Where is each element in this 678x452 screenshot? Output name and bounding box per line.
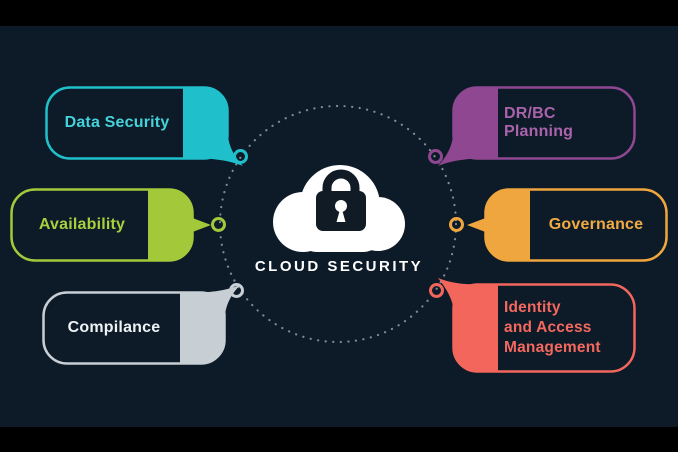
connector-dot-compilance [229, 283, 244, 298]
bubble-drbc-planning: DR/BC Planning [438, 86, 636, 166]
center-title: CLOUD SECURITY [254, 258, 424, 275]
speech-bubble-shape [45, 86, 243, 166]
bubble-label: Data Security [64, 114, 170, 131]
speech-bubble-shape [467, 188, 668, 262]
bubble-label: Governance [548, 216, 644, 233]
bubble-identity-access-management: Identity and Access Management [438, 278, 636, 373]
bubble-label: Availability [38, 216, 126, 233]
speech-bubble-shape [42, 285, 240, 365]
bubble-label: Identity and Access Management [504, 298, 601, 357]
top-letterbox-bar [0, 0, 678, 26]
connector-dot-drbc-planning [428, 149, 443, 164]
connector-dot-data-security [233, 149, 248, 164]
connector-dot-identity [429, 283, 444, 298]
padlock-icon [316, 169, 366, 231]
connector-dot-governance [449, 217, 464, 232]
connector-dot-availability [211, 217, 226, 232]
speech-bubble-shape [10, 188, 211, 262]
speech-bubble-shape [438, 86, 636, 166]
bubble-governance: Governance [467, 188, 668, 262]
bubble-data-security: Data Security [45, 86, 243, 166]
bubble-availability: Availability [10, 188, 211, 262]
bubble-label: DR/BC Planning [504, 105, 574, 140]
bubble-compilance: Compilance [42, 285, 240, 365]
bubble-label: Compilance [67, 319, 161, 336]
speech-bubble-shape [438, 278, 636, 373]
bottom-letterbox-bar [0, 427, 678, 452]
